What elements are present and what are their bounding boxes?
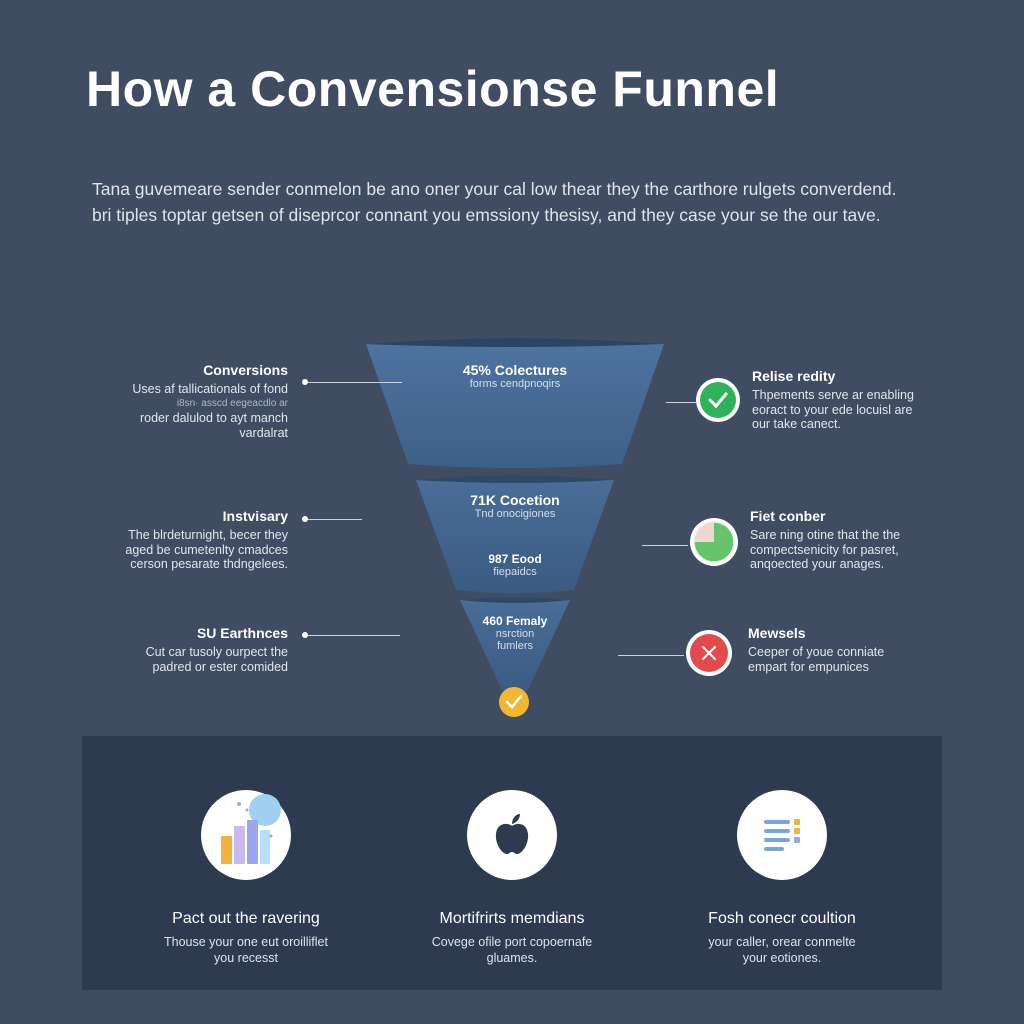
intro-line: bri tiples toptar getsen of diseprcor co… — [92, 205, 881, 225]
feature-icon-circle — [201, 790, 291, 880]
left-note-conversions: Conversions Uses af tallicationals of fo… — [48, 362, 288, 440]
feature-icon-circle — [737, 790, 827, 880]
feature-line: your eotiones. — [742, 951, 822, 965]
note-heading: Fiet conber — [750, 508, 826, 524]
note-line: Ceeper of youe conniate — [748, 645, 885, 659]
stage-title: 460 Femaly — [482, 614, 548, 628]
stage-subtitle: fumlers — [496, 640, 534, 652]
note-line: The blrdeturnight, becer they — [128, 528, 288, 542]
feature-title: Mortifrirts memdians — [439, 910, 585, 927]
feature-title: Pact out the ravering — [172, 910, 320, 927]
feature-line: Thouse your one eut oroilliflet — [164, 935, 328, 949]
funnel-rim-1 — [366, 338, 664, 347]
note-line: compectsenicity for pasret, — [750, 542, 899, 557]
funnel-stage-2-label: 71K Cocetion Tnd onocigiones — [360, 492, 670, 520]
note-heading: Relise redity — [752, 368, 836, 384]
feature-card-2: Mortifrirts memdians Covege ofile port c… — [382, 790, 642, 966]
check-icon — [700, 382, 736, 418]
stage-subtitle: forms cendpnoqirs — [469, 378, 561, 390]
funnel-stage-1-label: 45% Colectures forms cendpnoqirs — [360, 362, 670, 390]
funnel-rim-4 — [460, 597, 570, 603]
status-ok — [696, 378, 740, 422]
note-line: roder dalulod to ayt manch — [139, 411, 288, 425]
connector-line — [308, 519, 362, 520]
note-heading: SU Earthnces — [196, 625, 288, 641]
connector-line — [666, 402, 696, 403]
funnel-stage-4-label: 460 Femaly nsrction fumlers — [360, 614, 670, 652]
connector-dot — [302, 632, 308, 638]
funnel-check-icon — [499, 687, 529, 717]
close-icon — [690, 634, 728, 672]
note-heading: Instvisary — [222, 508, 288, 524]
stage-subtitle: Tnd onocigiones — [474, 508, 556, 520]
funnel-rim-2 — [416, 475, 614, 483]
connector-dot — [302, 379, 308, 385]
note-line: Uses af tallicationals of fond — [132, 382, 288, 396]
right-note-mewsels: Mewsels Ceeper of youe conniate empart f… — [748, 625, 988, 674]
note-line: Cut car tusoly ourpect the — [145, 645, 288, 659]
page-title: How a Convensionse Funnel — [86, 61, 780, 117]
note-line: empart for empunices — [748, 659, 869, 674]
note-line: eoract to your ede locuisl are — [752, 402, 913, 417]
left-note-instvisary: Instvisary The blrdeturnight, becer they… — [48, 508, 288, 572]
apple-icon — [495, 814, 529, 854]
connector-line — [642, 545, 688, 546]
stage-subtitle: fiepaidcs — [493, 566, 537, 578]
connector-line — [308, 382, 402, 383]
note-line: cerson pesarate thdngelees. — [130, 557, 288, 571]
right-note-fiet: Fiet conber Sare ning otine that the the… — [750, 508, 990, 572]
note-line: Thpements serve ar enabling — [752, 388, 914, 402]
feature-icon-circle — [467, 790, 557, 880]
stage-title: 987 Eood — [488, 552, 542, 566]
intro-line: Tana guvemeare sender conmelon be ano on… — [92, 179, 897, 199]
funnel-stage-3-label: 987 Eood fiepaidcs — [360, 552, 670, 578]
stage-title: 45% Colectures — [462, 362, 568, 378]
feature-line: you recesst — [214, 951, 278, 965]
funnel-graphic — [366, 338, 664, 717]
connector-line — [618, 655, 684, 656]
feature-line: your caller, orear conmelte — [708, 935, 856, 949]
funnel-stage-4 — [460, 597, 570, 693]
note-line: Sare ning otine that the the — [750, 528, 901, 542]
bar-chart-icon — [221, 794, 281, 864]
stage-title: 71K Cocetion — [470, 492, 560, 508]
right-note-relise: Relise redity Thpements serve ar enablin… — [752, 368, 992, 432]
note-heading: Conversions — [203, 362, 288, 378]
connector-line — [308, 635, 400, 636]
feature-card-1: Pact out the ravering Thouse your one eu… — [116, 790, 376, 966]
note-heading: Mewsels — [748, 625, 806, 641]
note-line: padred or ester comided — [152, 659, 289, 674]
list-icon — [764, 819, 800, 851]
status-fail — [686, 630, 732, 676]
note-line: our take canect. — [752, 417, 841, 431]
note-line: i8sn· asscd eegeacdlo ar — [176, 397, 288, 409]
pie-icon — [693, 521, 735, 563]
feature-line: Covege ofile port copoernafe — [431, 935, 593, 949]
feature-title: Fosh conecr coultion — [708, 910, 856, 927]
funnel-stage-2 — [416, 475, 614, 593]
connector-dot — [302, 516, 308, 522]
note-line: vardalrat — [239, 425, 288, 440]
note-line: aged be cumetenlty cmadces — [125, 542, 288, 557]
funnel-stage-1 — [366, 338, 664, 468]
note-line: anqoected your anages. — [750, 557, 885, 571]
status-partial — [690, 518, 738, 566]
intro-paragraph: Tana guvemeare sender conmelon be ano on… — [92, 176, 952, 228]
stage-subtitle: nsrction — [495, 628, 535, 640]
left-note-earthnces: SU Earthnces Cut car tusoly ourpect the … — [48, 625, 288, 674]
feature-card-3: Fosh conecr coultion your caller, orear … — [652, 790, 912, 966]
feature-line: gluames. — [486, 951, 538, 965]
features-panel: Pact out the ravering Thouse your one eu… — [82, 736, 942, 990]
funnel-diagram: 45% Colectures forms cendpnoqirs 71K Coc… — [360, 330, 670, 730]
